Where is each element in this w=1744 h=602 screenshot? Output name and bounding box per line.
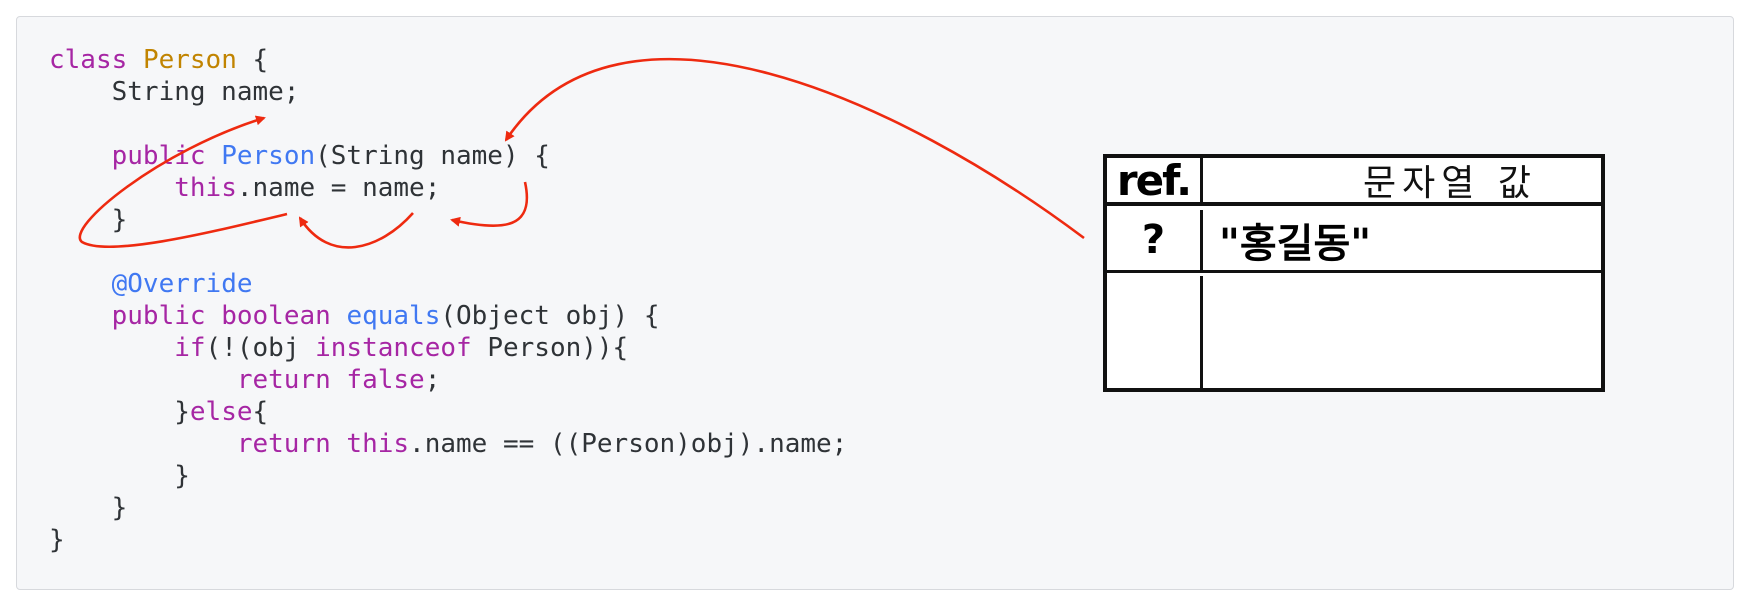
code-token — [49, 173, 174, 203]
code-line: @Override — [49, 268, 847, 300]
code-line: } — [49, 492, 847, 524]
code-token: @Override — [111, 269, 253, 299]
reference-table: ref. 문자열 값 ? "홍길동" — [1103, 154, 1605, 392]
code-token: return — [236, 429, 331, 459]
code-token: } — [49, 461, 190, 491]
code-line: public boolean equals(Object obj) { — [49, 300, 847, 332]
header-value-label: 문자열 값 — [1363, 163, 1537, 204]
code-token: else — [189, 397, 253, 427]
code-line: this.name = name; — [49, 172, 847, 204]
code-token: public — [111, 141, 206, 171]
code-token — [127, 45, 143, 75]
code-line: String name; — [49, 76, 847, 108]
code-token: { — [236, 45, 269, 75]
header-ref-label: ref. — [1116, 155, 1192, 205]
code-token — [331, 365, 347, 395]
code-line: if(!(obj instanceof Person)){ — [49, 332, 847, 364]
code-token: public — [111, 301, 206, 331]
code-token: } — [49, 205, 128, 235]
code-token — [331, 429, 347, 459]
code-line: } — [49, 460, 847, 492]
code-token: this — [174, 173, 237, 203]
ref-value: ? — [1141, 217, 1166, 263]
code-token: { — [252, 397, 269, 427]
code-token — [49, 269, 112, 299]
code-token — [206, 141, 222, 171]
code-token — [206, 301, 222, 331]
code-token: (String name) { — [315, 141, 550, 171]
ref-cell-empty — [1107, 276, 1203, 388]
code-token: instanceof — [315, 333, 472, 363]
code-token — [49, 365, 237, 395]
table-header-row: ref. 문자열 값 — [1107, 155, 1601, 206]
code-token — [49, 429, 237, 459]
code-token: boolean — [221, 301, 331, 331]
code-token: .name = name; — [236, 173, 441, 203]
code-token: Person — [221, 141, 316, 171]
code-line: } — [49, 204, 847, 236]
code-line — [49, 108, 847, 140]
code-line: public Person(String name) { — [49, 140, 847, 172]
ref-cell: ? — [1107, 210, 1203, 270]
code-token: (Object obj) { — [440, 301, 660, 331]
header-value-cell: 문자열 값 — [1203, 158, 1697, 204]
code-line: return this.name == ((Person)obj).name; — [49, 428, 848, 460]
code-token — [49, 141, 112, 171]
value-cell-empty — [1203, 276, 1601, 388]
code-token — [49, 333, 174, 363]
value-cell: "홍길동" — [1203, 210, 1601, 270]
string-value: "홍길동" — [1219, 221, 1372, 267]
code-token: } — [49, 397, 190, 427]
code-token: Person — [142, 45, 237, 75]
code-line — [49, 236, 847, 268]
code-token: Person)){ — [471, 333, 629, 363]
code-token — [331, 301, 347, 331]
code-token: class — [49, 45, 128, 75]
code-line: return false; — [49, 364, 847, 396]
code-token: if — [174, 333, 206, 363]
code-block: class Person { String name; public Perso… — [49, 44, 847, 556]
code-token: this — [346, 429, 410, 459]
code-token: (!(obj — [205, 333, 316, 363]
code-token: equals — [346, 301, 441, 331]
code-token: false — [346, 365, 425, 395]
code-token: .name == ((Person)obj).name; — [409, 429, 848, 459]
code-token: } — [49, 525, 65, 555]
table-row-empty — [1107, 276, 1601, 388]
code-token: } — [49, 493, 128, 523]
code-line: } — [49, 524, 847, 556]
table-row: ? "홍길동" — [1107, 210, 1601, 273]
code-token: String name; — [49, 77, 300, 107]
code-token: return — [236, 365, 331, 395]
code-token: ; — [424, 365, 441, 395]
code-token — [49, 301, 112, 331]
header-ref-cell: ref. — [1107, 155, 1203, 205]
code-line: }else{ — [49, 396, 847, 428]
code-line: class Person { — [49, 44, 847, 76]
